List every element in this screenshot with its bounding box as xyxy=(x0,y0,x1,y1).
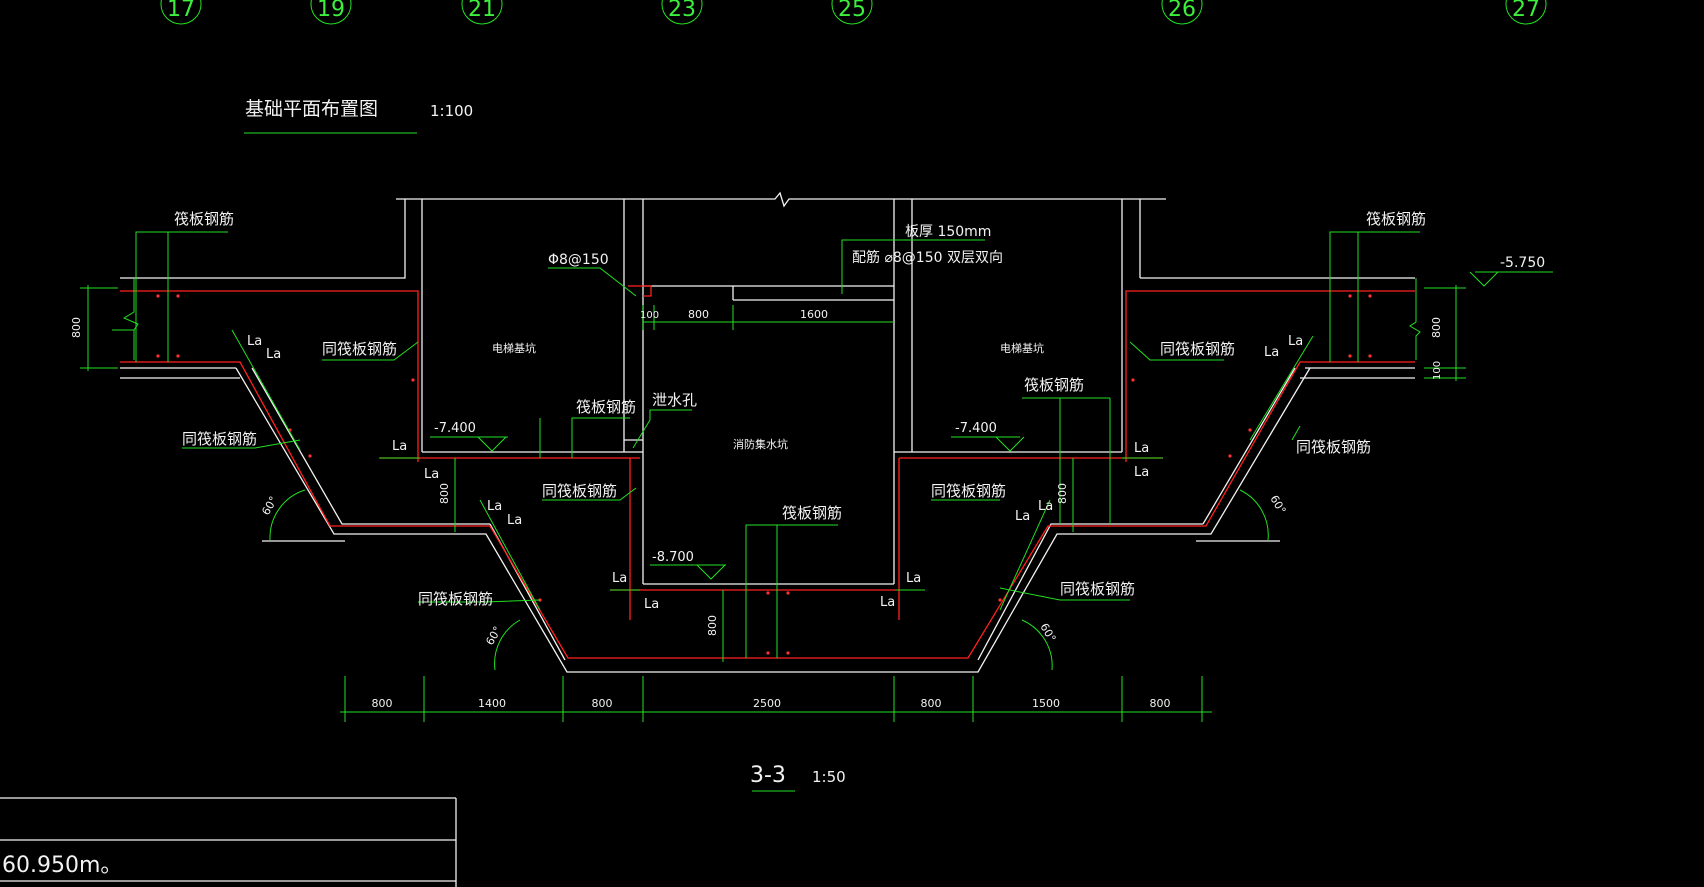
leaders-and-dimensions xyxy=(80,231,1553,792)
note-raft-rebar-center: 筏板钢筋 xyxy=(576,398,636,416)
dim-bottom-3: 800 xyxy=(592,697,613,710)
label-sump-pit: 消防集水坑 xyxy=(733,437,788,451)
grid-bubble xyxy=(160,0,202,25)
grid-label: 23 xyxy=(668,0,696,22)
label-elevator-pit-right: 电梯基坑 xyxy=(1000,341,1044,355)
anchor-la: La xyxy=(266,347,281,362)
anchor-la: La xyxy=(392,439,407,454)
plan-scale: 1:100 xyxy=(430,102,473,120)
right-slope-inner xyxy=(977,523,1203,661)
elevation-pit-left: -7.400 xyxy=(434,421,476,436)
dim-inner-1600: 1600 xyxy=(800,308,828,321)
note-same-rebar-4: 同筏板钢筋 xyxy=(1296,438,1371,456)
grid-label: 25 xyxy=(838,0,866,22)
top-slab-line xyxy=(396,191,1166,208)
note-raft-rebar-right-pit: 筏板钢筋 xyxy=(1024,376,1084,394)
dim-pit-800-left: 800 xyxy=(438,483,451,504)
grid-label: 27 xyxy=(1512,0,1540,22)
dim-sump-800: 800 xyxy=(706,615,719,636)
anchor-la: La xyxy=(507,513,522,528)
section-scale: 1:50 xyxy=(812,768,846,786)
grid-bubble xyxy=(461,0,503,25)
elevation-top-right: -5.750 xyxy=(1500,255,1545,271)
dim-bottom-5: 800 xyxy=(921,697,942,710)
angle-label: 60° xyxy=(259,494,280,517)
note-same-rebar-7: 同筏板钢筋 xyxy=(418,590,493,608)
note-drain-hole: 泄水孔 xyxy=(652,391,697,409)
note-slab-rebar: 配筋 ⌀8@150 双层双向 xyxy=(852,249,1003,266)
note-same-rebar-6: 同筏板钢筋 xyxy=(931,482,1006,500)
elevation-pit-right: -7.400 xyxy=(955,421,997,436)
grid-label: 17 xyxy=(167,0,195,22)
outer-profile xyxy=(235,367,1311,673)
dim-bottom-6: 1500 xyxy=(1032,697,1060,710)
anchor-la: La xyxy=(644,597,659,612)
anchor-la: La xyxy=(1288,334,1303,349)
angle-label: 60° xyxy=(1037,621,1058,644)
note-raft-rebar-sump: 筏板钢筋 xyxy=(782,504,842,522)
angle-label: 60° xyxy=(483,624,504,647)
anchor-la: La xyxy=(612,571,627,586)
grid-bubble xyxy=(831,0,873,25)
dim-right-800: 800 xyxy=(1430,317,1443,338)
angle-label: 60° xyxy=(1267,493,1288,516)
dim-inner-800: 800 xyxy=(688,308,709,321)
title-block-text: 60.950m。 xyxy=(2,853,122,878)
note-same-rebar-5: 同筏板钢筋 xyxy=(542,482,617,500)
grid-label: 26 xyxy=(1168,0,1196,22)
note-same-rebar-2: 同筏板钢筋 xyxy=(1160,340,1235,358)
dim-pit-800-right: 800 xyxy=(1056,483,1069,504)
right-slope-inner-2 xyxy=(1202,367,1296,525)
note-same-rebar-1: 同筏板钢筋 xyxy=(322,340,397,358)
dim-bottom-1: 800 xyxy=(372,697,393,710)
rebar-right-top[interactable] xyxy=(1125,290,1415,462)
note-same-rebar-8: 同筏板钢筋 xyxy=(1060,580,1135,598)
dim-right-100: 100 xyxy=(1432,361,1443,380)
title-block: 60.950m。 xyxy=(0,797,457,887)
grid-bubble xyxy=(310,0,352,25)
left-slab-top xyxy=(120,199,406,279)
anchor-la: La xyxy=(424,467,439,482)
anchor-la: La xyxy=(1015,509,1030,524)
note-slab-thickness: 板厚 150mm xyxy=(905,224,991,240)
note-raft-rebar-right: 筏板钢筋 xyxy=(1366,210,1426,228)
grid-axis-bubbles: 17 19 21 23 25 26 27 xyxy=(160,0,1547,25)
elevation-sump: -8.700 xyxy=(652,550,694,565)
anchor-la: La xyxy=(247,334,262,349)
label-elevator-pit-left: 电梯基坑 xyxy=(492,341,536,355)
note-same-rebar-3: 同筏板钢筋 xyxy=(182,430,257,448)
rebar-bottom-continuous[interactable] xyxy=(120,361,1415,659)
grid-bubble xyxy=(1161,0,1203,25)
plan-title: 基础平面布置图 xyxy=(245,98,378,120)
dim-bottom-7: 800 xyxy=(1150,697,1171,710)
dim-bottom-4: 2500 xyxy=(753,697,781,710)
grid-bubble xyxy=(1505,0,1547,25)
grid-label: 19 xyxy=(317,0,345,22)
annotations: 筏板钢筋 筏板钢筋 Φ8@150 板厚 150mm 配筋 ⌀8@150 双层双向… xyxy=(70,210,1545,788)
anchor-la: La xyxy=(1134,441,1149,456)
dim-left-800: 800 xyxy=(70,317,83,338)
grid-label: 21 xyxy=(468,0,496,22)
section-structure xyxy=(120,191,1415,673)
anchor-la: La xyxy=(880,595,895,610)
anchor-la: La xyxy=(906,571,921,586)
anchor-la: La xyxy=(1038,499,1053,514)
anchor-la: La xyxy=(1264,345,1279,360)
note-raft-rebar-left: 筏板钢筋 xyxy=(174,210,234,228)
section-title: 3-3 xyxy=(750,763,786,788)
note-rebar-spec: Φ8@150 xyxy=(548,252,609,268)
rebar-hook[interactable] xyxy=(628,285,652,297)
anchor-la: La xyxy=(1134,465,1149,480)
rebar-lines xyxy=(120,285,1415,659)
dim-bottom-2: 1400 xyxy=(478,697,506,710)
rebar-left-top[interactable] xyxy=(120,290,419,462)
dim-inner-100: 100 xyxy=(640,310,659,321)
grid-bubble xyxy=(661,0,703,25)
left-slope-inner xyxy=(251,367,490,525)
anchor-la: La xyxy=(487,499,502,514)
